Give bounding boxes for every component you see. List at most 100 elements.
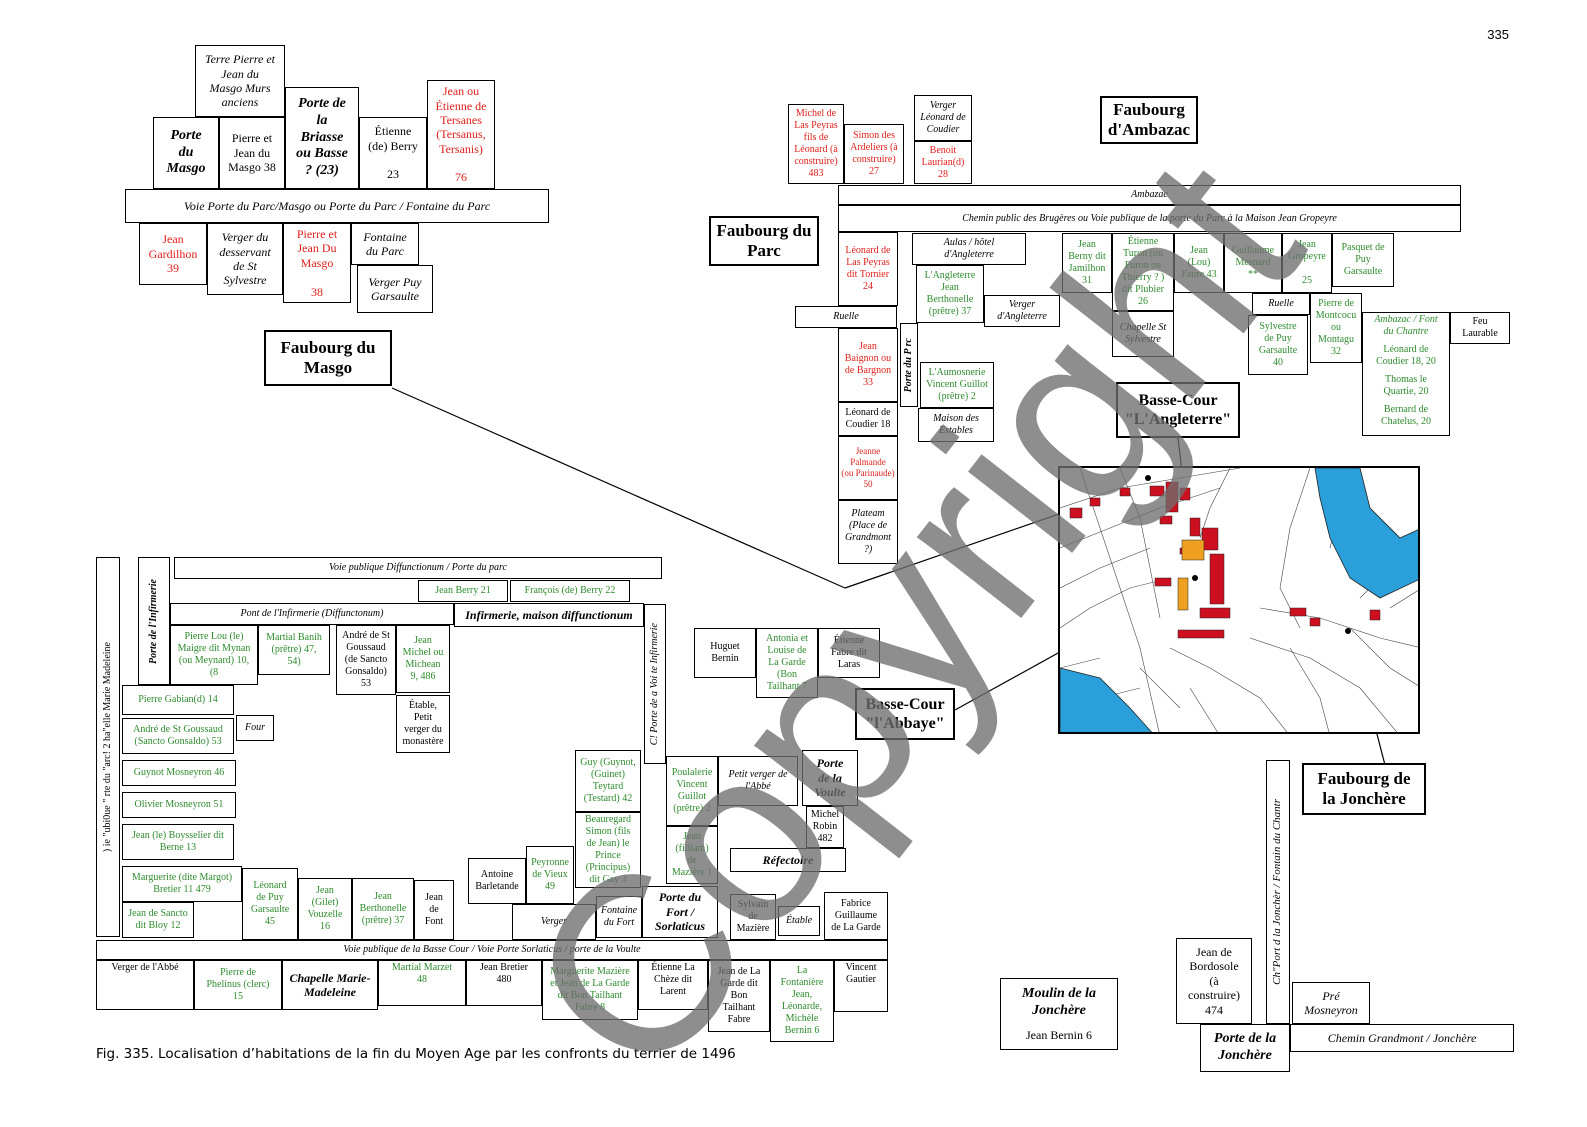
box-verger-abbe: Verger de l'Abbé xyxy=(96,960,194,1010)
box-verger-leonard: Verger Léonard de Coudier xyxy=(914,95,972,141)
box-moulin-jonchere: Moulin de la Jonchère Jean Bernin 6 xyxy=(1000,978,1118,1050)
box-etable-verger: Étable, Petit verger du monastère xyxy=(396,695,450,753)
box-chemin-grandmont: Chemin Grandmont / Jonchère xyxy=(1290,1024,1514,1052)
box-jeanne-palmande: Jeanne Palmande (ou Parinaude) 50 xyxy=(838,436,898,500)
box-jean-berry: Jean Berry 21 xyxy=(418,580,508,602)
map-graphic xyxy=(1060,468,1418,732)
box-porte-voie-vertical: C! Porte de a Voi te Infirmerie xyxy=(644,604,666,764)
box-antonia-louise: Antonia et Louise de La Garde (Bon Tailh… xyxy=(756,628,818,698)
box-martial-banih: Martial Banih (prêtre) 47, 54) xyxy=(258,625,330,675)
box-pierre-gabian: Pierre Gabian(d) 14 xyxy=(122,685,234,715)
box-voie-porte-parc: Voie Porte du Parc/Masgo ou Porte du Par… xyxy=(125,189,549,223)
box-pierre-jean-masgo: Pierre et Jean du Masgo 38 xyxy=(219,117,285,189)
box-porte-jonchere-vertical: Ch"Port d la Jonchèr / Fontain du Chantr xyxy=(1266,760,1290,1024)
box-jean-gropeyre: Jean Gropeyre 25 xyxy=(1282,233,1332,293)
box-leonard-las-peyras: Léonard de Las Peyras dit Tornier 24 xyxy=(838,232,898,306)
box-porte-infirmerie: Porte de l'Infirmerie xyxy=(138,557,170,685)
box-jean-berthonelle: Jean Berthonelle (prêtre) 37 xyxy=(352,878,414,940)
box-fontaine-fort: Fontaine du Fort xyxy=(596,896,642,938)
box-andre-goussaud: André de St Goussaud (Sancto Gonsaldo) 5… xyxy=(122,718,234,754)
box-fontaine-parc: Fontaine du Parc xyxy=(351,223,419,265)
porte-parc-vertical-label: Porte du P rc xyxy=(903,337,914,393)
figure-caption: Fig. 335. Localisation d’habitations de … xyxy=(96,1046,736,1062)
moulin-label: Moulin de la Jonchère xyxy=(1022,986,1096,1018)
box-four: Four xyxy=(236,715,274,741)
box-jean-gardilhon: Jean Gardilhon 39 xyxy=(139,223,207,285)
box-verger-puy: Verger Puy Garsaulte xyxy=(357,265,433,313)
box-verger-angleterre: Verger d'Angleterre xyxy=(984,295,1060,327)
box-verger-desservant: Verger du desservant de St Sylvestre xyxy=(207,223,283,295)
box-aulas-angleterre: Aulas / hôtel d'Angleterre xyxy=(912,233,1026,265)
box-antoine-barletande: Antoine Barletande xyxy=(468,858,526,904)
box-francois-berry: François (de) Berry 22 xyxy=(510,580,630,602)
box-jean-sancto: Jean de Sancto dit Bloy 12 xyxy=(122,902,194,938)
box-etienne-la-cheze: Étienne La Chèze dit Larent xyxy=(638,960,708,1010)
box-jean-bordosole: Jean de Bordosole (à construire) 474 xyxy=(1176,938,1252,1024)
title-faubourg-parc: Faubourg du Parc xyxy=(709,216,819,266)
box-pont-infirmerie: Pont de l'Infirmerie (Diffunctonum) xyxy=(170,603,454,625)
box-porte-voulte: Porte de la Voulte xyxy=(802,750,858,806)
box-leonard-puy: Léonard de Puy Garsaulte 45 xyxy=(242,868,298,940)
box-jean-bretier: Jean Bretier 480 xyxy=(466,960,542,1006)
box-chapelle-sylvestre: Chapelle St Sylvestre xyxy=(1112,311,1174,357)
box-marguerite-margot: Marguerite (dite Margot) Bretier 11 479 xyxy=(122,866,242,902)
box-sylvestre-puy: Sylvestre de Puy Garsaulte 40 xyxy=(1248,315,1308,375)
box-peyronne: Peyronne de Vieux 49 xyxy=(526,846,574,904)
box-jean-gilet: Jean (Gilet) Vouzelle 16 xyxy=(298,878,352,940)
box-michel-las-peyras: Michel de Las Peyras fils de Léonard (à … xyxy=(788,104,844,184)
ambazac-font-label: Ambazac / Font du Chantre xyxy=(1374,314,1438,337)
box-jean-berny: Jean Berny dit Jamilhon 31 xyxy=(1062,233,1112,293)
box-guillaume-mesnard: Guillaume Mesnard ** xyxy=(1224,233,1282,293)
box-refectoire: Réfectoire xyxy=(730,848,846,872)
box-etienne-fabre: Étienne Fabre dit Laras xyxy=(818,628,880,678)
box-etable-2: Étable xyxy=(778,906,820,936)
box-pierre-phelinus: Pierre de Phelinus (clerc) 15 xyxy=(194,960,282,1010)
jean-bernin-label: Jean Bernin 6 xyxy=(1026,1027,1092,1042)
box-pierre-montcocu: Pierre de Montcocu ou Montagu 32 xyxy=(1310,293,1362,363)
box-benoit-laurian: Benoit Laurian(d) 28 xyxy=(914,141,972,184)
box-olivier-mosneyron: Olivier Mosneyron 51 xyxy=(122,792,236,818)
box-jean-baignon: Jean Baignon ou de Bargnon 33 xyxy=(838,328,898,402)
box-etienne-berry: Étienne (de) Berry 23 xyxy=(359,117,427,189)
box-voie-basse-cour: Voie publique de la Basse Cour / Voie Po… xyxy=(96,940,888,960)
box-chemin-brugeres: Chemin public des Brugères ou Voie publi… xyxy=(838,205,1461,232)
box-jean-lou-faure: Jean (Lou) Faure 43 xyxy=(1174,233,1224,293)
box-jean-boysselier: Jean (le) Boysselier dit Berne 13 xyxy=(122,824,234,860)
title-faubourg-masgo: Faubourg du Masgo xyxy=(264,330,392,386)
box-la-fontaniere: La Fontanière Jean, Léonarde, Michèle Be… xyxy=(770,960,834,1042)
title-faubourg-jonchere: Faubourg de la Jonchère xyxy=(1302,763,1426,815)
location-map xyxy=(1058,466,1420,734)
box-guy-teytard: Guy (Guynot, (Guinet) Teytard (Testard) … xyxy=(575,750,641,812)
bernard-label: Bernard de Chatelus, 20 xyxy=(1381,404,1431,427)
box-infirmerie-maison: Infirmerie, maison diffunctionum xyxy=(454,603,644,627)
box-porte-jonchere: Porte de la Jonchère xyxy=(1200,1024,1290,1072)
box-porte-parc-vertical: Porte du P rc xyxy=(900,323,918,407)
title-faubourg-ambazac: Faubourg d'Ambazac xyxy=(1100,96,1198,144)
box-aumosnerie: L'Aumosnerie Vincent Guillot (prêtre) 2 xyxy=(920,362,994,408)
box-martial-marzet: Martial Marzet 48 xyxy=(378,960,466,1006)
box-verger: Verger xyxy=(512,904,596,940)
box-chapelle-marie-madeleine: Chapelle Marie- Madeleine xyxy=(282,960,378,1010)
box-marie-madeleine-vertical: ) ie "ubi0ue " rte du "arc! 2 ha"elle Ma… xyxy=(96,557,120,937)
box-plateam: Plateam (Place de Grandmont ?) xyxy=(838,500,898,564)
box-jean-de-font: Jean de Font xyxy=(414,880,454,940)
box-beauregard: Beauregard Simon (fils de Jean) le Princ… xyxy=(575,812,641,888)
thomas-label: Thomas le Quartie, 20 xyxy=(1383,374,1429,397)
box-guynot-mosneyron: Guynot Mosneyron 46 xyxy=(122,760,236,786)
box-fabrice-guillaume: Fabrice Guillaume de La Garde xyxy=(824,892,888,940)
box-michel-robin: Michel Robin 482 xyxy=(806,806,844,848)
box-poulalerie: Poulalerie Vincent Guillot (prêtre) 2 xyxy=(666,756,718,826)
page-number: 335 xyxy=(1487,27,1509,42)
title-basse-cour-angleterre: Basse-Cour "L'Angleterre" xyxy=(1116,382,1240,438)
porte-jonchere-vertical-label: Ch"Port d la Jonchèr / Fontain du Chantr xyxy=(1271,799,1284,985)
box-pierre-lou: Pierre Lou (le) Maigre dit Mynan (ou Mey… xyxy=(170,625,258,685)
title-basse-cour-abbaye: Basse-Cour "l'Abbaye" xyxy=(855,688,955,740)
box-pierre-jean-du-masgo: Pierre et Jean Du Masgo 38 xyxy=(283,223,351,303)
box-ambazac-font-chantre: Ambazac / Font du Chantre Léonard de Cou… xyxy=(1362,312,1450,436)
box-etienne-turon: Étienne Turon (ou Furon ou Thierry ? ) d… xyxy=(1112,233,1174,311)
box-jean-etienne-tersanes: Jean ou Étienne de Tersanes (Tersanus, T… xyxy=(427,80,495,189)
box-sylvain-maziere: Sylvain de Mazière xyxy=(730,894,776,940)
box-ambazac-road: Ambazac xyxy=(838,185,1461,205)
box-pre-mosneyron: Pré Mosneyron xyxy=(1292,982,1370,1024)
box-ruelle-1: Ruelle xyxy=(795,306,897,328)
